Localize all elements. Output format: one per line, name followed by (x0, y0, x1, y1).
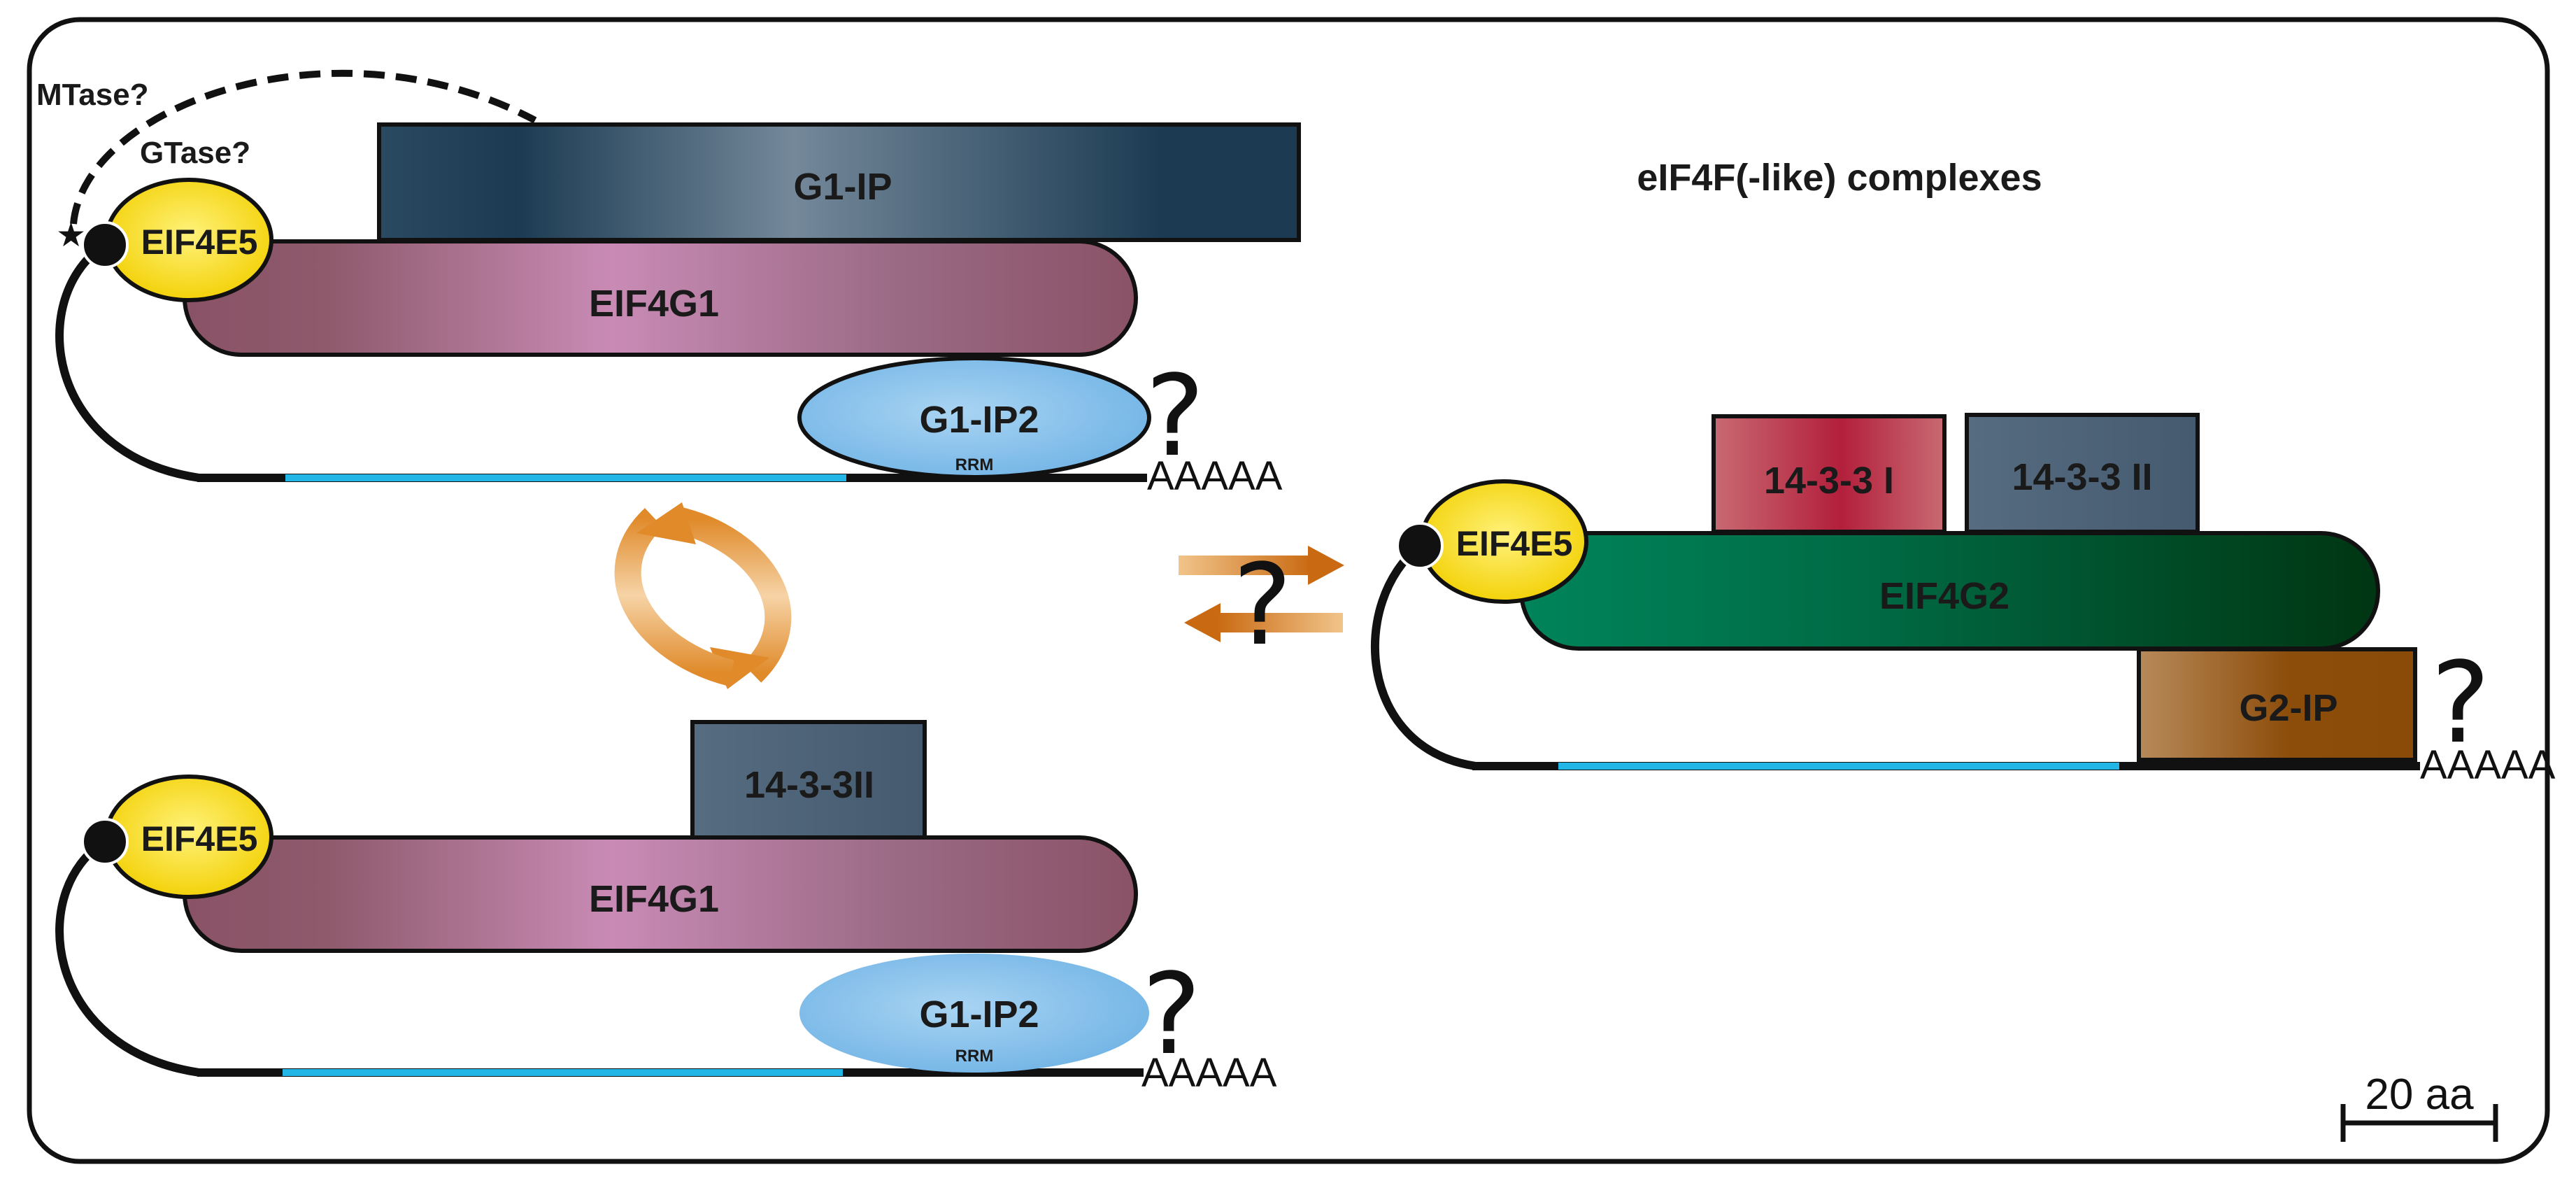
cap-dot-bottom (81, 818, 129, 865)
right-complex: 14-3-3 I 14-3-3 II EIF4G2 G2-IP EIF4E5 ?… (1371, 413, 2556, 788)
top-question: ? (1146, 351, 1205, 481)
bottom-polya: AAAAA (1141, 1050, 1277, 1096)
bottom-complex: 14-3-3II EIF4G1 G1-IP2 RRM EIF4E5 ? AAAA… (55, 720, 1277, 1096)
g1-ip2-top-rrm: RRM (955, 455, 994, 474)
gtase-label: GTase? (140, 136, 250, 170)
cycle-arrows-icon (614, 502, 792, 689)
g1-ip2-top-ellipse (797, 356, 1151, 479)
g1-ip2-bottom-ellipse (799, 954, 1149, 1073)
scale-bar-label: 20 aa (2365, 1070, 2474, 1119)
box-1433-II-bottom-label: 14-3-3II (744, 764, 874, 806)
eif4g2-label: EIF4G2 (1879, 575, 2009, 617)
top-complex: MTase? GTase? ★ G1-IP EIF4G1 G1-IP2 RRM … (36, 69, 1301, 499)
g2-ip-label: G2-IP (2239, 687, 2337, 729)
eif4e5-bottom-label: EIF4E5 (141, 819, 258, 858)
top-polya: AAAAA (1147, 453, 1283, 499)
eif4e5-right-label: EIF4E5 (1456, 524, 1573, 563)
g1-ip-label: G1-IP (793, 166, 892, 208)
scale-bar: 20 aa (2340, 1070, 2498, 1142)
mtase-dashed-arc (70, 69, 537, 225)
eif4g1-bottom-label: EIF4G1 (589, 878, 719, 920)
g1-ip2-bottom-rrm: RRM (955, 1047, 994, 1066)
g1-ip2-bottom-label: G1-IP2 (919, 993, 1039, 1035)
diagram-title: eIF4F(-like) complexes (1637, 157, 2042, 199)
cap-dot-right (1396, 522, 1444, 570)
eif4g1-top-label: EIF4G1 (589, 283, 719, 325)
top-mrna-loop (55, 241, 200, 482)
g1-ip-box (377, 122, 1301, 242)
eif4e5-top-label: EIF4E5 (141, 222, 258, 262)
g2-ip-box (2137, 647, 2417, 762)
box-1433-II-bottom (690, 720, 927, 840)
star-icon: ★ (56, 217, 86, 254)
mtase-label: MTase? (36, 78, 149, 112)
right-mrna-loop (1371, 542, 1476, 770)
right-question: ? (2431, 637, 2491, 768)
box-1433-I (1712, 414, 1947, 534)
equilibrium-arrows-icon: ? (1179, 539, 1344, 670)
box-1433-I-label: 14-3-3 I (1764, 460, 1894, 502)
bottom-question: ? (1142, 949, 1202, 1080)
box-1433-II-label: 14-3-3 II (2012, 456, 2152, 498)
cap-dot-top (81, 221, 129, 269)
right-polya: AAAAA (2420, 742, 2556, 788)
g1-ip2-top-label: G1-IP2 (919, 399, 1039, 441)
box-1433-II (1965, 413, 2200, 534)
bottom-mrna-loop (55, 837, 200, 1077)
equilibrium-question: ? (1233, 539, 1293, 670)
